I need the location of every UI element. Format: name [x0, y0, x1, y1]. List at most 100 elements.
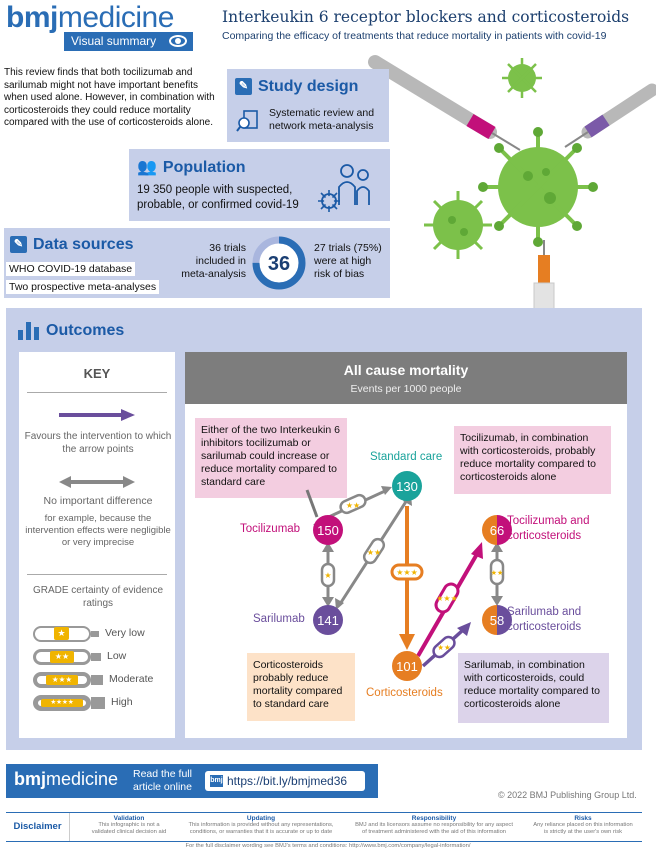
grade-label: Moderate	[109, 673, 154, 685]
grade-row-moderate: ★★★ Moderate	[33, 672, 173, 688]
node-toci-cort	[482, 515, 512, 545]
virus-large-icon	[478, 127, 598, 247]
node-corticosteroids-value: 101	[396, 659, 418, 674]
grade-label: Very low	[105, 627, 145, 639]
data-source-item-1: WHO COVID-19 database	[6, 262, 136, 276]
intro-text: This review finds that both tocilizumab …	[4, 67, 215, 128]
trials-included-text-2: included in	[195, 255, 246, 267]
node-tocilizumab-value: 150	[317, 523, 339, 538]
outcomes-heading: Outcomes	[46, 322, 125, 340]
label-toci-cort-2: corticosteroids	[507, 530, 582, 542]
note-bottom-left: Corticosteroids probably reduce mortalit…	[247, 653, 355, 721]
edge-standard-corticosteroids: ★★★	[390, 506, 424, 650]
page-title: Interkeukin 6 receptor blockers and cort…	[222, 8, 630, 26]
grade-label: High	[111, 696, 133, 708]
page-subtitle: Comparing the efficacy of treatments tha…	[222, 30, 607, 42]
edge-stars: ★★	[491, 569, 504, 577]
edge-corticosteroids-sari-cort: ★★	[421, 622, 471, 668]
virus-small-icon	[424, 191, 492, 259]
donut-arc	[252, 236, 306, 290]
network-diagram: ★★ ★★ ★ ★★★ ★★★ ★★ ★★ 1	[305, 471, 512, 681]
label-corticosteroids: Corticosteroids	[366, 687, 443, 699]
key-no-diff-text: No important difference	[43, 495, 153, 507]
people-icon: 👥	[137, 159, 157, 176]
population-box: 👥 Population 19 350 people with suspected…	[129, 149, 390, 221]
node-sari-cort-value: 58	[490, 613, 504, 628]
population-heading: Population	[162, 159, 246, 176]
edge-stars: ★	[324, 571, 331, 580]
article-link-text[interactable]: https://bit.ly/bmjmed36	[227, 774, 348, 788]
article-link[interactable]: bmj https://bit.ly/bmjmed36	[205, 771, 365, 791]
disclaimer-label: Disclaimer	[6, 813, 70, 841]
edge-stars: ★★★	[436, 594, 458, 603]
pencil-icon: ✎	[235, 78, 252, 96]
acm-title: All cause mortality	[343, 362, 469, 378]
magnifier-document-icon	[236, 110, 258, 132]
note-top-right: Tocilizumab, in combination with cortico…	[454, 426, 611, 494]
favours-arrow-icon	[59, 409, 135, 421]
grade-row-high: ★★★★ High	[33, 695, 173, 711]
eye-icon	[169, 35, 187, 47]
grade-row-very-low: ★ Very low	[33, 626, 173, 642]
data-sources-box: ✎ Data sources WHO COVID-19 database Two …	[4, 228, 390, 298]
visual-summary-badge: Visual summary	[64, 32, 193, 51]
population-text-1: 19 350 people with suspected,	[137, 184, 293, 196]
trials-bias-text-1: 27 trials (75%)	[314, 242, 382, 254]
edge-tocilizumab-sarilumab: ★	[320, 542, 336, 607]
study-design-text-1: Systematic review and	[269, 107, 375, 119]
disclaimer-footnote: For the full disclaimer wording see BMJ'…	[185, 843, 471, 849]
key-no-diff-detail: for example, because the intervention ef…	[25, 513, 171, 548]
node-tocilizumab	[313, 515, 343, 545]
grade-stars: ★★★★	[41, 699, 83, 707]
node-standard-care-value: 130	[396, 479, 418, 494]
node-corticosteroids	[392, 651, 422, 681]
edge-stars: ★★	[346, 501, 360, 510]
trials-bias-text-3: risk of bias	[314, 268, 365, 280]
acm-header: All cause mortality Events per 1000 peop…	[185, 352, 627, 404]
footer-bar: bmjmedicine Read the full article online…	[6, 764, 378, 798]
study-design-heading: Study design	[258, 78, 359, 95]
grade-stars: ★★	[50, 651, 74, 663]
label-sarilumab: Sarilumab	[253, 613, 305, 625]
pencil-icon: ✎	[10, 236, 27, 254]
label-standard-care: Standard care	[370, 451, 443, 463]
key-panel: KEY Favours the intervention to which th…	[19, 352, 175, 738]
syringe-top-right-icon	[564, 83, 656, 148]
node-sari-cort	[482, 605, 512, 635]
trials-donut: 36	[252, 236, 306, 290]
data-source-item-2: Two prospective meta-analyses	[6, 280, 160, 294]
person-virus-icon	[318, 164, 370, 212]
population-text-2: probable, or confirmed covid-19	[137, 199, 299, 211]
grade-row-low: ★★ Low	[33, 649, 173, 665]
node-standard-care	[392, 471, 422, 501]
label-toci-cort-1: Tocilizumab and	[507, 515, 590, 527]
edge-corticosteroids-toci-cort: ★★★	[416, 542, 483, 658]
trials-included-text-1: 36 trials	[209, 242, 246, 254]
edge-stars: ★★	[437, 643, 451, 652]
bar-chart-icon	[18, 322, 40, 340]
edge-stars: ★★★	[396, 568, 418, 577]
trials-included-text-3: meta-analysis	[181, 268, 246, 280]
virus-top-icon	[502, 58, 542, 98]
footer-logo: bmjmedicine	[14, 769, 119, 789]
divider	[27, 574, 167, 575]
footer-read-1: Read the full	[133, 768, 192, 780]
trials-bias-text-2: were at high	[314, 255, 372, 267]
study-design-box: ✎Study design Systematic review and netw…	[227, 69, 389, 142]
bmjmedicine-logo: bmjmedicine	[6, 1, 174, 34]
label-sari-cort-1: Sarilumab and	[507, 606, 582, 618]
edge-stars: ★★	[367, 548, 381, 557]
label-sari-cort-2: corticosteroids	[507, 621, 582, 633]
key-heading: KEY	[83, 366, 111, 381]
syringe-top-left-icon	[368, 55, 521, 151]
node-toci-cort-value: 66	[490, 523, 504, 538]
donut-value: 36	[268, 253, 290, 275]
footer-read-2: article online	[133, 781, 192, 793]
copyright: © 2022 BMJ Publishing Group Ltd.	[498, 790, 637, 800]
data-sources-heading: Data sources	[33, 236, 134, 253]
